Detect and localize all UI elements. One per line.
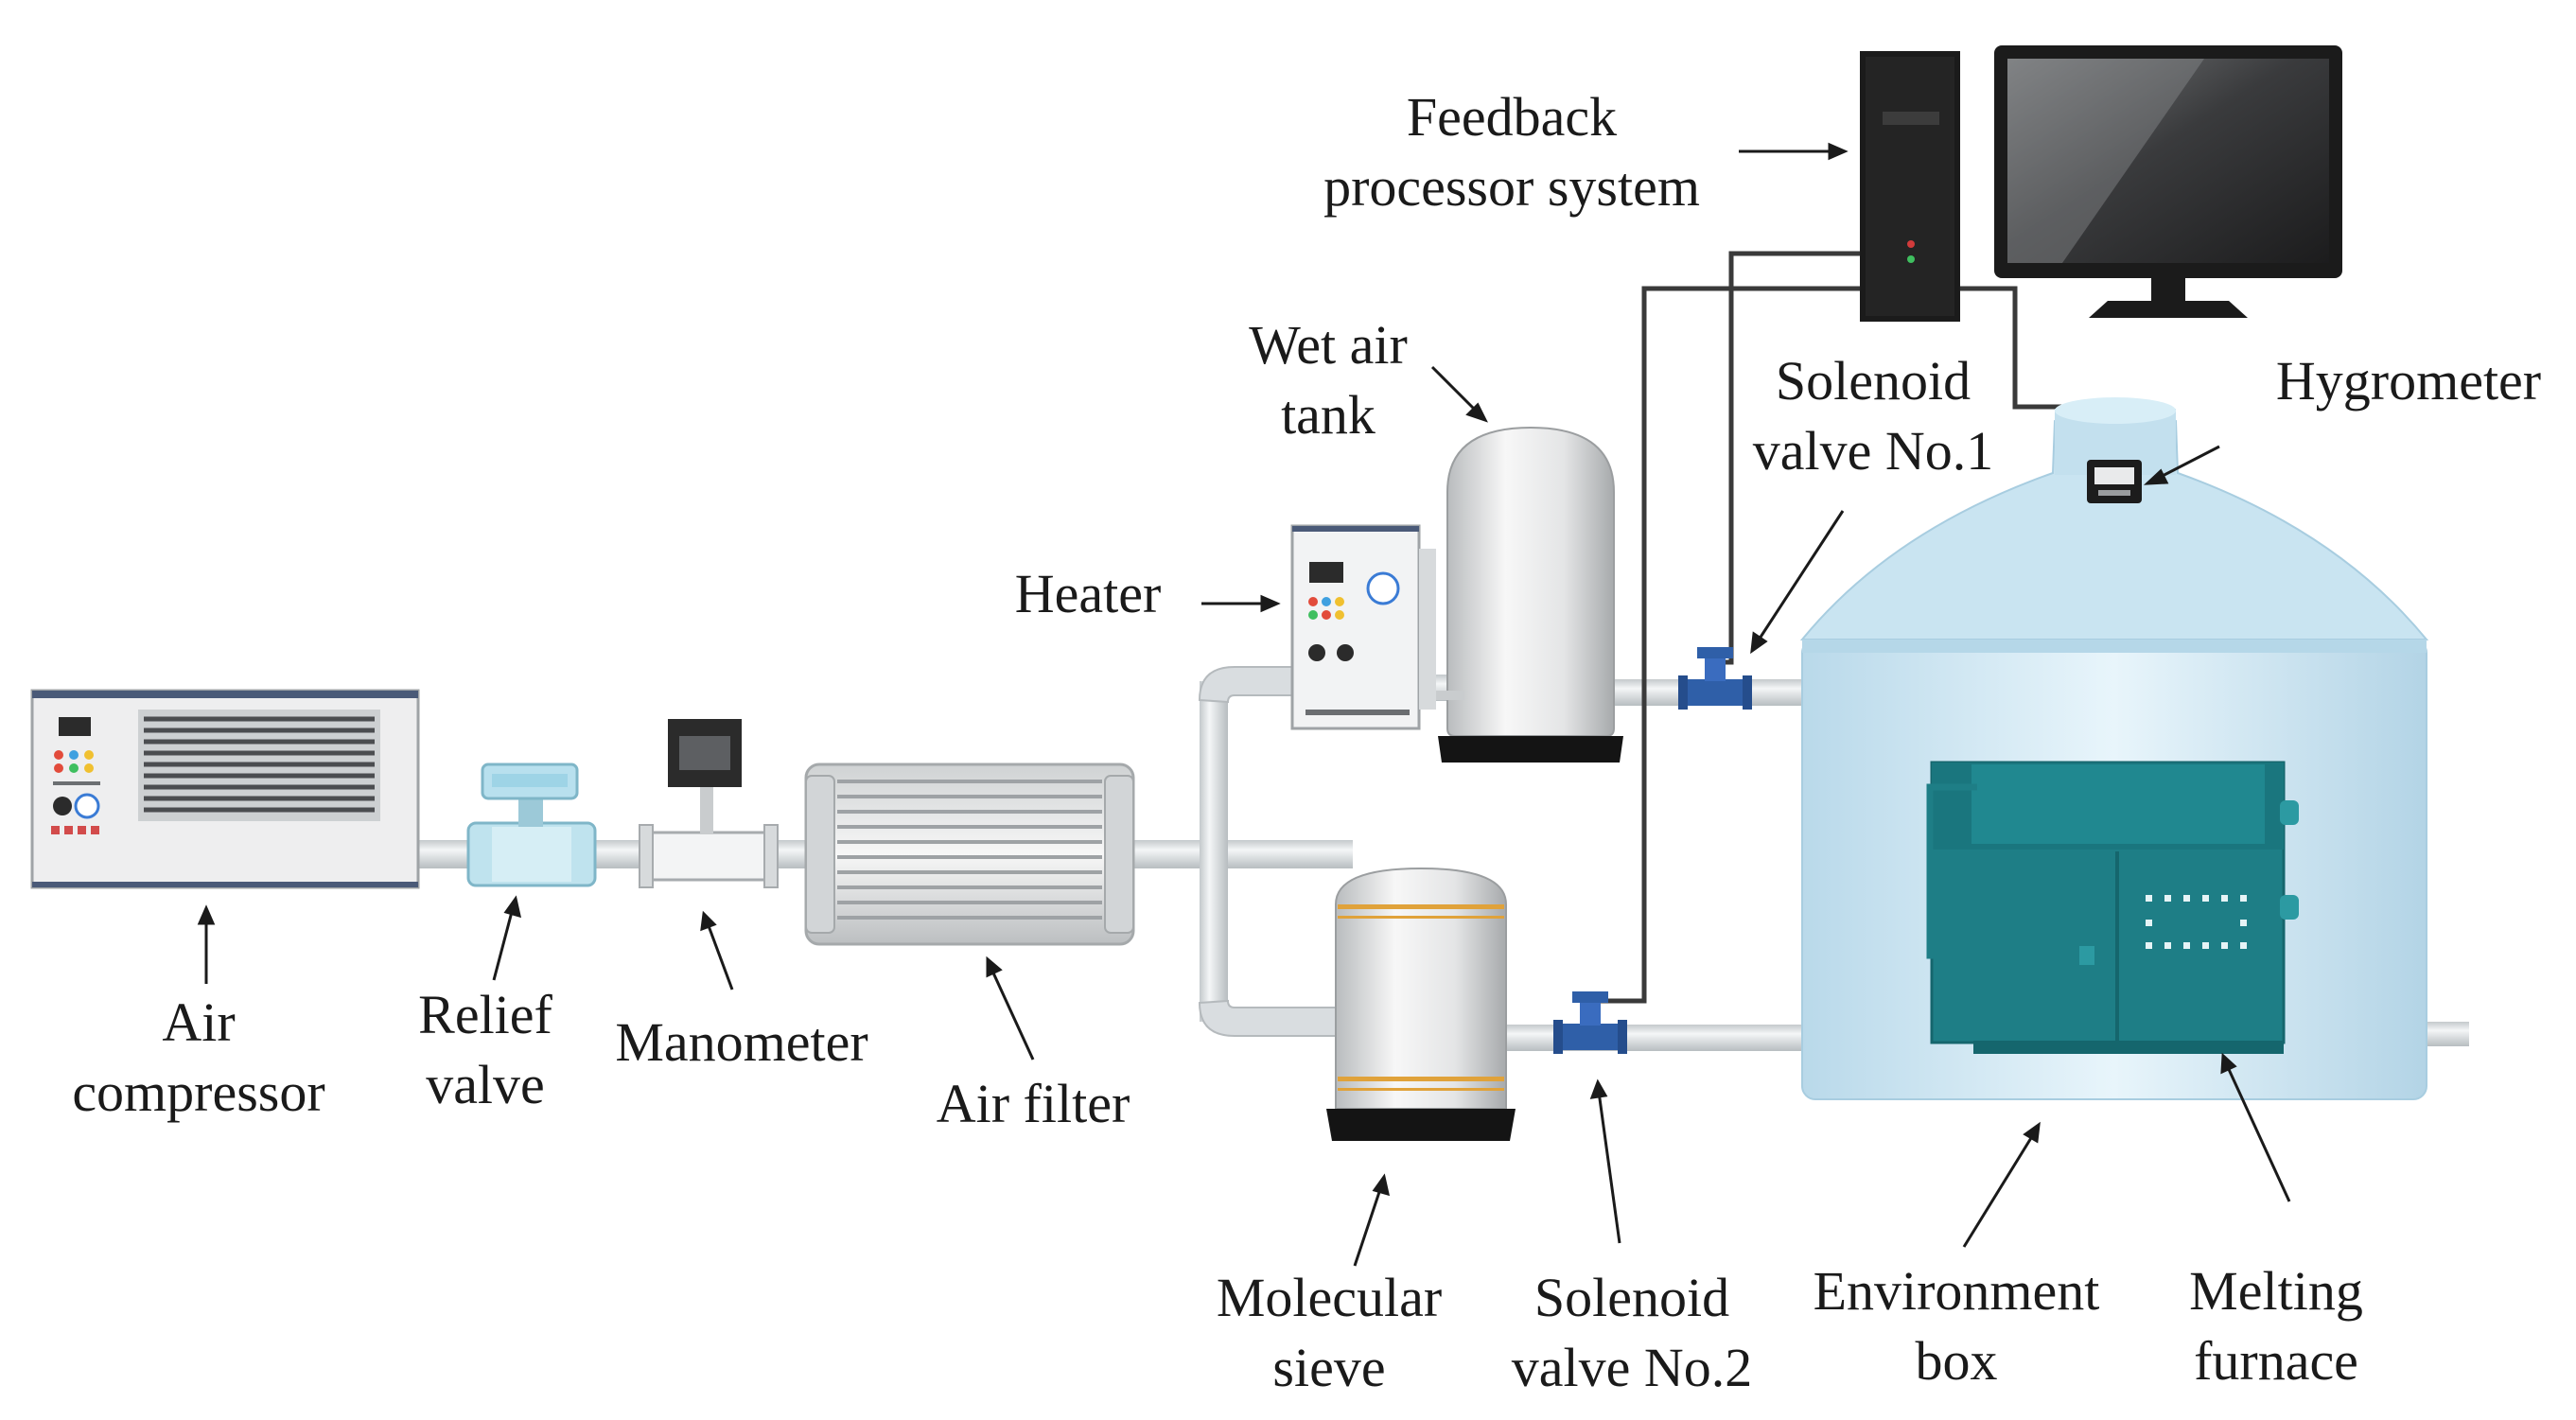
label-line: Solenoid [1533,1267,1730,1328]
label-line: Feedback [1406,86,1618,148]
label-line: Environment [1813,1260,2100,1322]
label-line: valve No.2 [1511,1337,1753,1398]
label-line: Hygrometer [2275,350,2542,412]
label-line: Molecular [1216,1267,1443,1328]
label-hygrometer: Hygrometer [2276,346,2541,416]
label-line: Manometer [615,1011,868,1073]
label-line: Air [162,991,236,1053]
label-line: Heater [1014,563,1162,624]
label-line: box [1915,1330,1998,1392]
air-compressor-icon [30,689,420,889]
monitor-icon [1994,45,2342,318]
label-line: Air filter [936,1073,1130,1134]
relief-valve-icon [466,763,597,887]
label-line: Relief [418,984,552,1045]
label-line: Solenoid [1775,350,1971,412]
label-solenoid-valve-2: Solenoid valve No.2 [1512,1263,1753,1403]
label-manometer: Manometer [615,1008,867,1078]
air-filter-icon [804,763,1135,946]
label-feedback-processor-system: Feedback processor system [1323,82,1700,222]
heater-icon [1290,524,1436,730]
solenoid-valve-1-icon [1678,647,1752,710]
label-line: compressor [72,1061,325,1123]
label-line: processor system [1323,156,1700,218]
label-air-compressor: Air compressor [72,988,324,1128]
solenoid-valve-2-icon [1553,991,1627,1054]
label-environment-box: Environment box [1814,1256,2100,1396]
label-wet-air-tank: Wet air tank [1249,310,1408,450]
label-line: sieve [1272,1337,1386,1398]
label-line: furnace [2194,1330,2358,1392]
melting-furnace-icon [1926,761,2299,1054]
label-molecular-sieve: Molecular sieve [1217,1263,1442,1403]
manometer-icon [639,719,779,888]
label-line: Wet air [1249,314,1408,376]
label-line: tank [1281,384,1376,446]
label-line: valve No.1 [1752,420,1994,482]
label-line: valve [426,1054,545,1115]
pointer-arrows [197,142,2291,1267]
label-line: Melting [2189,1260,2363,1322]
wet-air-tank-icon [1436,426,1623,763]
label-solenoid-valve-1: Solenoid valve No.1 [1753,346,1994,486]
computer-tower-icon [1860,51,1960,322]
label-heater: Heater [1015,559,1162,629]
label-melting-furnace: Melting furnace [2189,1256,2363,1396]
hygrometer-icon [2087,460,2142,503]
molecular-sieve-icon [1326,867,1516,1141]
label-relief-valve: Relief valve [418,980,552,1120]
label-air-filter: Air filter [937,1069,1130,1139]
